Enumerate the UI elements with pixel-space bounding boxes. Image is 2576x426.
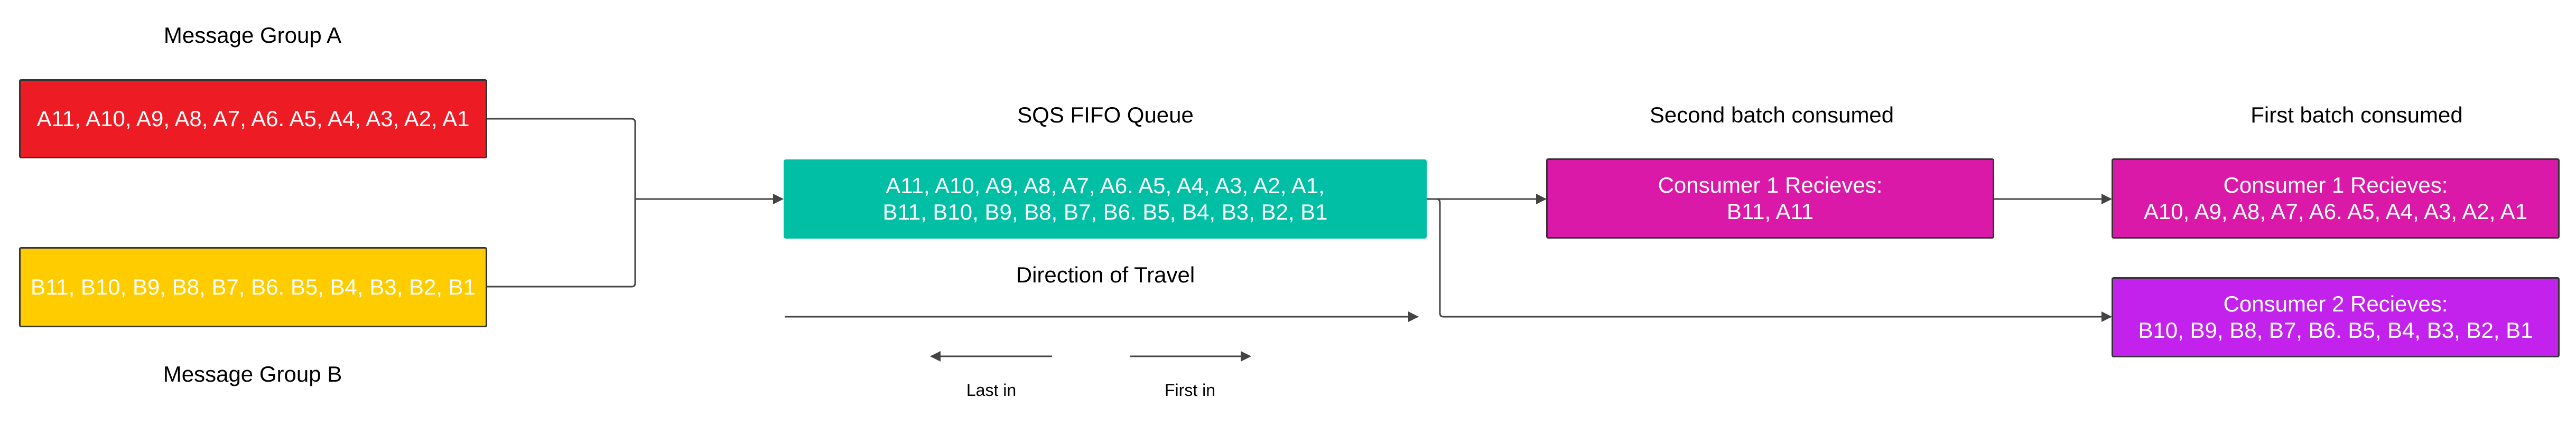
message-group-a-title: Message Group A: [163, 23, 342, 48]
message-group-b-title: Message Group B: [163, 362, 342, 386]
first-batch-consumer-1-box: Consumer 1 Recieves: A10, A9, A8, A7, A6…: [2112, 158, 2560, 239]
direction-of-travel-label: Direction of Travel: [1016, 262, 1195, 287]
first-batch-consumer-2-box: Consumer 2 Recieves: B10, B9, B8, B7, B6…: [2112, 277, 2560, 357]
first-batch-consumer-2-heading: Consumer 2 Recieves:: [2223, 291, 2448, 316]
last-in-label: Last in: [966, 381, 1017, 400]
queue-title: SQS FIFO Queue: [1017, 102, 1194, 127]
second-batch-consumer-1-heading: Consumer 1 Recieves:: [1658, 172, 1883, 197]
queue-box: A11, A10, A9, A8, A7, A6. A5, A4, A3, A2…: [784, 159, 1427, 239]
message-group-b-box: B11, B10, B9, B8, B7, B6. B5, B4, B3, B2…: [19, 247, 487, 327]
queue-messages-line-1: A11, A10, A9, A8, A7, A6. A5, A4, A3, A2…: [886, 173, 1325, 198]
message-group-a-box: A11, A10, A9, A8, A7, A6. A5, A4, A3, A2…: [19, 79, 487, 158]
queue-messages-line-2: B11, B10, B9, B8, B7, B6. B5, B4, B3, B2…: [882, 200, 1328, 224]
first-batch-consumer-1-messages: A10, A9, A8, A7, A6. A5, A4, A3, A2, A1: [2143, 199, 2528, 224]
first-batch-consumer-2-messages: B10, B9, B8, B7, B6. B5, B4, B3, B2, B1: [2138, 318, 2533, 343]
first-batch-title: First batch consumed: [2250, 102, 2463, 127]
connector-group-b-to-merge: [486, 199, 636, 288]
connector-group-a-to-merge: [486, 118, 636, 199]
first-batch-consumer-1-heading: Consumer 1 Recieves:: [2223, 172, 2448, 197]
second-batch-title: Second batch consumed: [1649, 102, 1894, 127]
second-batch-consumer-1-messages: B11, A11: [1726, 199, 1814, 224]
arrow-queue-to-consumer-2: [1427, 198, 2112, 322]
message-group-b-messages: B11, B10, B9, B8, B7, B6. B5, B4, B3, B2…: [30, 274, 476, 299]
second-batch-consumer-1-box: Consumer 1 Recieves: B11, A11: [1546, 158, 1994, 239]
first-in-label: First in: [1165, 381, 1215, 400]
message-group-a-messages: A11, A10, A9, A8, A7, A6. A5, A4, A3, A2…: [36, 106, 470, 131]
